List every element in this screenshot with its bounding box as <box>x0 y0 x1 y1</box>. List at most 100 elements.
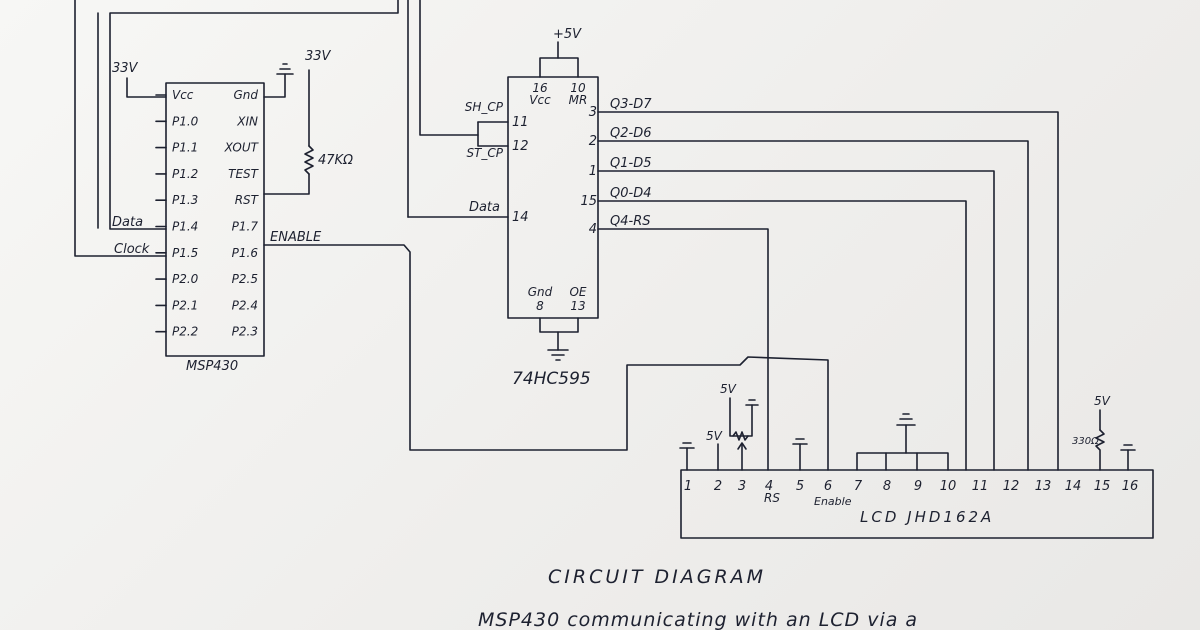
lcd-pin-2: 2 <box>714 479 722 494</box>
lcd-pin-8: 8 <box>883 479 891 494</box>
msp430-right-pin-9: P2.4 <box>232 298 258 312</box>
shiftreg-right-pin-name: Q2-D6 <box>610 126 651 141</box>
wire-q0-d4 <box>597 200 967 471</box>
wire-q1-d5 <box>597 170 995 471</box>
clock-wire-label: Clock <box>114 242 150 257</box>
shiftreg-bottom-pin-num: 13 <box>570 299 585 313</box>
msp430-left-pin-5: P1.3 <box>172 193 198 207</box>
clock-wire-to-shiftreg <box>419 0 479 136</box>
lcd-pin-1: 1 <box>684 479 692 494</box>
enable-wire-label: ENABLE <box>270 230 322 245</box>
shiftreg-bottom-pin-name: Gnd <box>528 285 553 299</box>
msp430-right-pin-2: XIN <box>236 114 258 128</box>
shift-register-body <box>507 76 599 319</box>
lcd-pin-6: 6 <box>824 479 832 494</box>
vcc-supply-label: 33V <box>112 61 139 76</box>
lcd-pin-3: 3 <box>738 479 746 494</box>
msp430-left-pin-4: P1.2 <box>172 167 198 181</box>
shiftreg-left-pin-name: ST_CP <box>466 146 503 160</box>
enable-line: ENABLE <box>263 230 829 471</box>
msp430-body <box>165 82 265 357</box>
data-line: Data <box>109 0 399 230</box>
lcd-pin-11: 11 <box>972 479 989 494</box>
shiftreg-right-pin-num: 15 <box>580 194 597 209</box>
lcd-pin-5: 5 <box>796 479 804 494</box>
backlight-supply-label: 5V <box>1094 394 1111 408</box>
shiftreg-bottom-pin-num: 8 <box>536 299 544 313</box>
lcd-pin-13: 13 <box>1035 479 1052 494</box>
shiftreg-left-pin-name: Data <box>469 200 500 215</box>
lcd-rs-label: RS <box>764 491 780 505</box>
msp430-left-pin-8: P2.0 <box>172 272 199 286</box>
rst-resistor-label: 47KΩ <box>318 153 353 168</box>
lcd-pin-4: 4 <box>765 479 773 494</box>
resistor-symbol <box>304 145 314 175</box>
data-wire-label: Data <box>112 215 143 230</box>
shiftreg-left-pin-num: 12 <box>512 139 529 154</box>
wire-q4-rs <box>597 228 769 471</box>
msp430-left-pin-3: P1.1 <box>172 141 198 155</box>
shiftreg-right-pin-num: 2 <box>589 134 597 149</box>
pot-supply-label: 5V <box>720 382 737 396</box>
lcd-pin-15: 15 <box>1094 479 1111 494</box>
shiftreg-top-pin-name: MR <box>569 93 588 107</box>
shiftreg-top-pin-num: 10 <box>570 81 586 95</box>
msp430-left-pin-6: P1.4 <box>172 220 198 234</box>
lcd-pin-16: 16 <box>1122 479 1139 494</box>
shiftreg-right-pin-num: 1 <box>589 164 597 179</box>
msp430-vcc-supply: 33V <box>112 61 167 98</box>
msp430-right-pin-3: XOUT <box>224 141 260 155</box>
msp430-left-pin-9: P2.1 <box>172 298 198 312</box>
caption-subtitle: MSP430 communicating with an LCD via a <box>478 609 918 630</box>
shiftreg-left-pin-name: SH_CP <box>465 100 504 114</box>
shiftreg-right-pin-name: Q1-D5 <box>610 156 651 171</box>
wire-q3-d7 <box>597 111 1059 471</box>
backlight-resistor <box>1095 429 1105 471</box>
msp430-left-pin-7: P1.5 <box>172 246 198 260</box>
msp430-left-pin-10: P2.2 <box>172 325 198 339</box>
msp430-label: MSP430 <box>186 359 238 374</box>
lcd-pin-14: 14 <box>1065 479 1082 494</box>
shiftreg-bottom-pin-name: OE <box>569 285 586 299</box>
shiftreg-left-pin-num: 11 <box>512 115 529 130</box>
lcd-label: LCD JHD162A <box>860 508 994 526</box>
shift-register-label: 74HC595 <box>512 369 591 389</box>
gnd-supply-label: 33V <box>305 49 332 64</box>
msp430-left-pin-2: P1.0 <box>172 114 199 128</box>
shiftreg-top-pin-name: Vcc <box>529 93 551 107</box>
backlight-resistor-label: 330Ω <box>1072 436 1099 447</box>
msp430-right-pin-10: P2.3 <box>232 325 258 339</box>
shiftreg-right-pin-num: 4 <box>589 222 597 237</box>
lcd-pin-12: 12 <box>1003 479 1020 494</box>
shiftreg-right-pin-name: Q3-D7 <box>610 97 652 112</box>
contrast-pot <box>732 431 749 441</box>
msp430-right-pin-7: P1.6 <box>232 246 259 260</box>
msp430-left-pin-1: Vcc <box>172 88 194 102</box>
msp430-right-pin-8: P2.5 <box>232 272 258 286</box>
lcd-pin2-supply: 5V <box>706 429 723 443</box>
lcd-enable-label: Enable <box>814 495 852 508</box>
msp430-right-pin-1: Gnd <box>233 88 258 102</box>
lcd-pin-10: 10 <box>940 479 957 494</box>
msp430-right-pin-4: TEST <box>228 167 260 181</box>
shiftreg-right-pin-name: Q4-RS <box>610 214 650 229</box>
shiftreg-supply-label: +5V <box>553 27 582 42</box>
msp430-gnd-connection: 33V <box>263 49 332 98</box>
clock-line: Clock <box>74 0 167 257</box>
shiftreg-top-pin-num: 16 <box>532 81 548 95</box>
latch-jumper <box>477 121 509 147</box>
wire-q2-d6 <box>597 140 1029 471</box>
rst-pullup: 47KΩ <box>263 69 353 195</box>
msp430-right-pin-5: RST <box>235 193 260 207</box>
lcd-pin-7: 7 <box>854 479 863 494</box>
